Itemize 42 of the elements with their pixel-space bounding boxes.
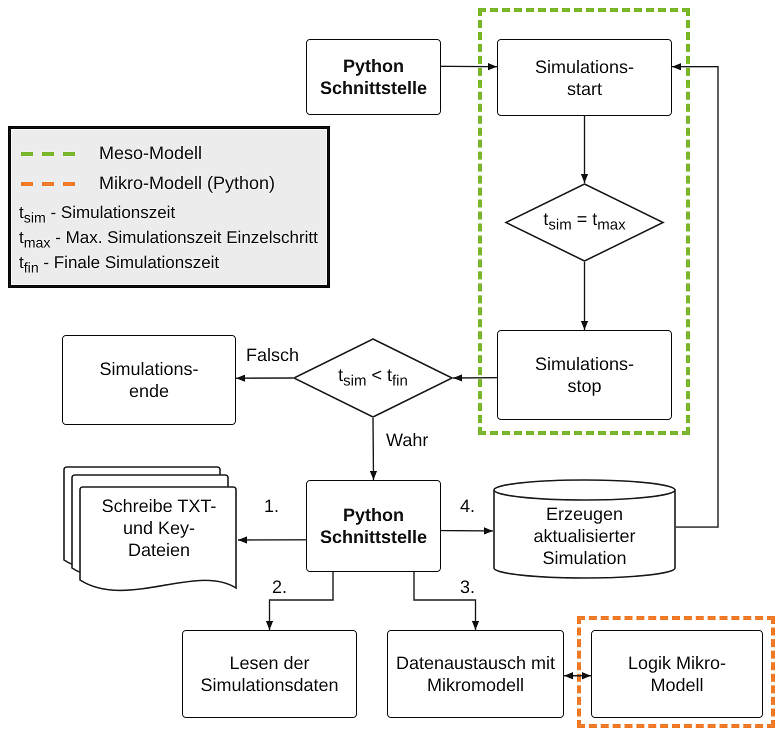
dashed-region <box>577 616 775 728</box>
legend-note: t$_{max}$ - Max. Simulationszeit Einzelschritt <box>19 228 318 254</box>
process-box <box>497 39 672 116</box>
arrow <box>453 374 497 382</box>
arrow <box>236 374 293 382</box>
process-box <box>497 330 672 420</box>
node-label: Schreibe TXT- und Key- Dateien <box>100 494 218 560</box>
node-label: Python Schnittstelle <box>318 55 428 99</box>
dashed-region <box>478 8 690 435</box>
node-label: Simulations- stop <box>534 353 636 397</box>
legend-note: t$_{sim}$ - Simulationszeit <box>19 203 176 228</box>
legend-note: t$_{fin}$ - Finale Simulationszeit <box>19 253 220 278</box>
process-box <box>387 630 564 718</box>
arrow <box>580 262 588 330</box>
node-label: Python Schnittstelle <box>318 504 428 548</box>
node-label: Simulations- start <box>534 56 636 100</box>
process-box <box>182 630 357 718</box>
node-label: Datenaustausch mit Mikromodell <box>394 652 556 696</box>
node-label: Logik Mikro-Modell <box>626 652 728 696</box>
node-label: Simulations- ende <box>98 358 200 402</box>
arrow <box>564 672 591 680</box>
node-label: t$_{sim}$ < t$_{fin}$ <box>338 364 408 392</box>
process-box <box>306 480 441 572</box>
node-label: Erzeugen aktualisierter Simulation <box>532 503 637 569</box>
arrow <box>413 572 480 630</box>
database-cylinder <box>493 480 676 578</box>
process-box <box>306 39 441 115</box>
legend-label: Mikro-Modell (Python) <box>99 173 276 193</box>
process-box <box>591 630 763 718</box>
arrow <box>266 572 334 630</box>
decision-diamond <box>505 183 664 262</box>
arrow <box>441 527 493 534</box>
node-label: t$_{sim}$ = t$_{max}$ <box>543 208 626 236</box>
legend-label: Meso-Modell <box>99 143 202 163</box>
process-box <box>62 335 236 425</box>
arrow <box>672 63 719 528</box>
document-stack <box>62 465 238 590</box>
arrow <box>441 63 497 70</box>
arrow <box>238 536 306 544</box>
node-label: Lesen der Simulationsdaten <box>199 652 340 696</box>
arrow <box>370 418 378 480</box>
arrow <box>580 116 588 183</box>
